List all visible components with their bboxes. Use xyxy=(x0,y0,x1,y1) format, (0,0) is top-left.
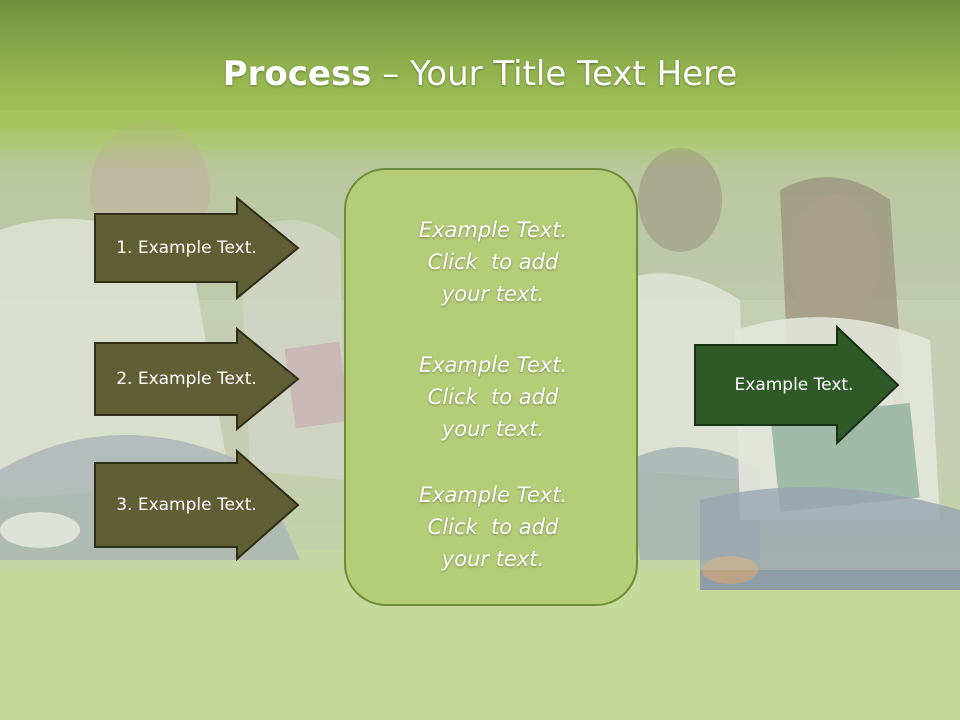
arrow-shape xyxy=(94,448,300,562)
output-arrow[interactable]: Example Text. xyxy=(694,324,900,446)
center-text-block-3[interactable]: Example Text. Click to add your text. xyxy=(346,479,640,575)
center-text-line: your text. xyxy=(441,282,545,306)
center-text-line: Click to add xyxy=(427,385,559,409)
center-text-line: Example Text. xyxy=(418,218,568,242)
arrow-shape xyxy=(94,195,300,301)
center-text-line: Click to add xyxy=(427,515,559,539)
arrow-label: Example Text. xyxy=(734,375,854,395)
center-text-block-2[interactable]: Example Text. Click to add your text. xyxy=(346,349,640,445)
center-content-box[interactable]: Example Text. Click to add your text. Ex… xyxy=(344,168,638,606)
arrow-label: 2. Example Text. xyxy=(116,369,257,389)
process-arrow-1[interactable]: 1. Example Text. xyxy=(94,195,300,301)
center-text-line: your text. xyxy=(441,417,545,441)
center-text-line: Click to add xyxy=(427,250,559,274)
center-text-line: Example Text. xyxy=(418,483,568,507)
arrow-label: 1. Example Text. xyxy=(116,238,257,258)
center-text-block-1[interactable]: Example Text. Click to add your text. xyxy=(346,214,640,310)
arrow-label: 3. Example Text. xyxy=(116,495,257,515)
title-rest: – Your Title Text Here xyxy=(371,54,738,94)
center-text-line: your text. xyxy=(441,547,545,571)
arrow-shape xyxy=(94,326,300,432)
arrow-shape xyxy=(694,324,900,446)
process-arrow-2[interactable]: 2. Example Text. xyxy=(94,326,300,432)
title-bold: Process xyxy=(222,54,372,94)
center-text-line: Example Text. xyxy=(418,353,568,377)
process-arrow-3[interactable]: 3. Example Text. xyxy=(94,448,300,562)
slide-title: Process – Your Title Text Here xyxy=(0,52,960,96)
